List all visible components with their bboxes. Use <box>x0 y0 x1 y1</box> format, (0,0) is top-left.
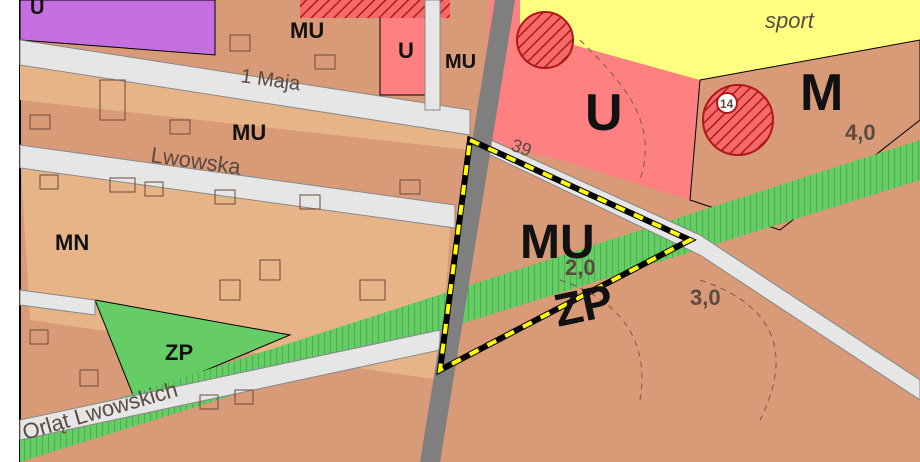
building-outlines <box>29 34 421 410</box>
height-4-0: 4,0 <box>845 120 876 145</box>
road-vertical-small <box>424 0 441 111</box>
road-lwowska <box>19 144 456 229</box>
zone-label-zp-center: ZP <box>549 274 617 337</box>
height-2-0: 2,0 <box>565 255 596 280</box>
plan-boundary-triangle[interactable] <box>436 135 697 376</box>
hatched-circle-14 <box>702 84 774 156</box>
zone-label-mu-center: MU <box>520 216 595 269</box>
label-14: 14 <box>720 97 734 111</box>
zone-label-u-small: U <box>398 38 414 63</box>
zone-label-mu-top: MU <box>290 18 324 43</box>
road-1-maja <box>19 39 471 136</box>
road-side <box>19 289 96 316</box>
zone-sport-area <box>520 0 920 80</box>
height-3-0: 3,0 <box>690 285 721 310</box>
hatched-strip-top <box>300 0 450 18</box>
hatched-circle-top <box>516 11 574 69</box>
map-left-margin <box>0 0 20 462</box>
zone-label-corner: U <box>30 0 44 19</box>
zone-label-m: M <box>800 64 843 122</box>
zone-purple <box>19 0 216 56</box>
street-label-sport: sport <box>765 8 815 33</box>
zone-label-mu-top-right: MU <box>445 51 476 73</box>
zone-label-mu-mid: MU <box>232 120 266 145</box>
zone-label-mn: MN <box>55 230 89 255</box>
zone-zp-left-area <box>94 299 292 401</box>
contour-lines <box>559 39 777 421</box>
zone-label-zp-left: ZP <box>165 340 193 365</box>
label-14-circle <box>716 92 738 114</box>
zone-label-u-large: U <box>585 84 623 142</box>
